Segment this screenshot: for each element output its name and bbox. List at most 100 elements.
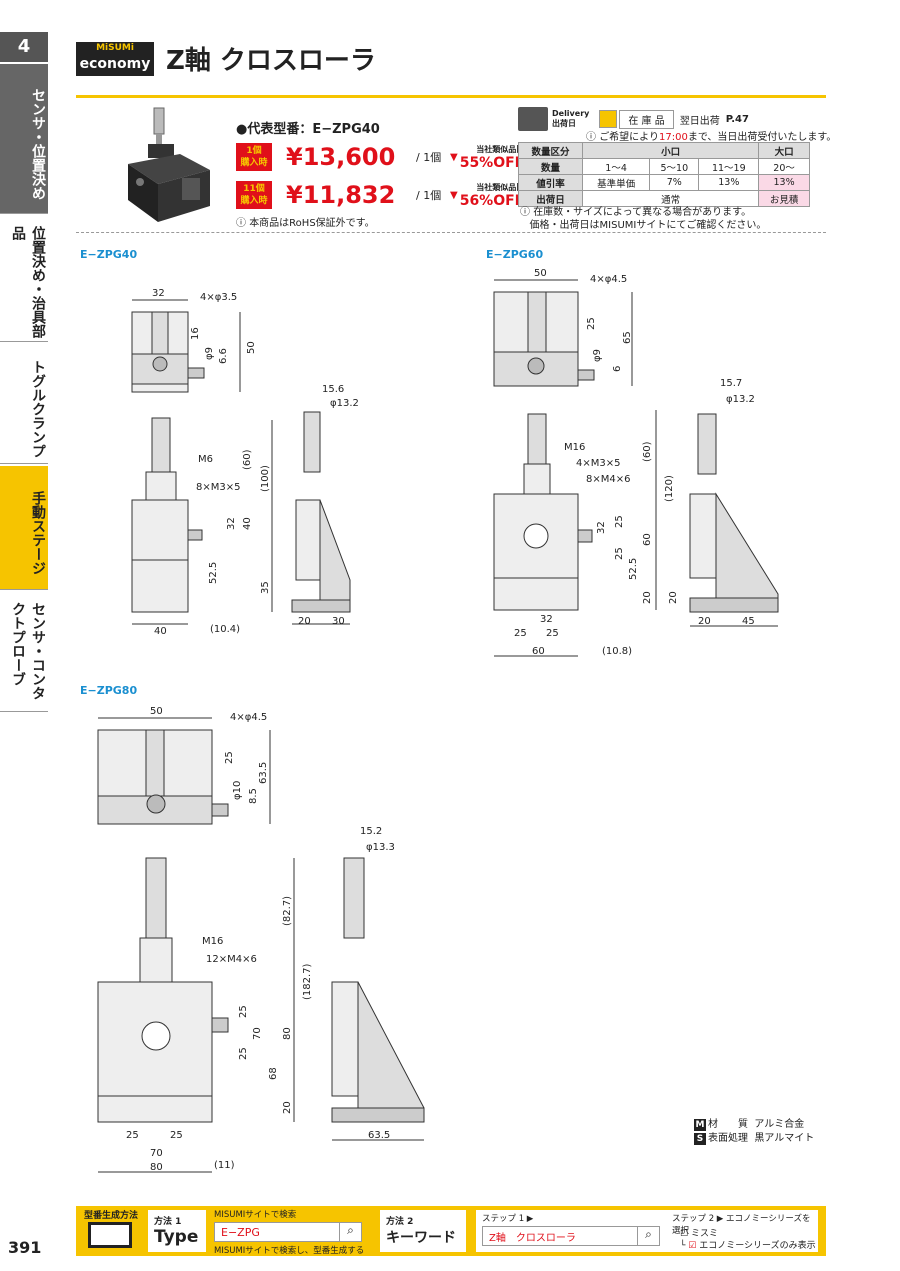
dim-label: 25 — [224, 751, 235, 764]
dim-label: 45 — [742, 616, 755, 627]
dim-label: 32 — [226, 517, 237, 530]
down-arrow-icon: ▼ — [450, 151, 458, 163]
material-icon: M — [694, 1119, 706, 1131]
down-arrow-icon: ▼ — [450, 189, 458, 201]
dim-label: M6 — [198, 454, 213, 465]
dim-label: 8×M3×5 — [196, 482, 240, 493]
dim-label: 60 — [642, 533, 653, 546]
surface-icon: S — [694, 1133, 706, 1145]
search-icon[interactable]: ⌕ — [637, 1227, 659, 1245]
dim-label: 32 — [540, 614, 553, 625]
dim-label: 6 — [612, 366, 623, 372]
dim-label: φ13.2 — [330, 398, 359, 409]
monitor-icon — [88, 1222, 132, 1248]
option-misumi[interactable]: ☐ ミスミ — [680, 1229, 718, 1239]
dim-label: 50 — [150, 706, 163, 717]
method1-box: 方法 1 Type — [148, 1210, 206, 1252]
side-tab-contact-probe[interactable]: センサ・コンタクトプローブ — [0, 592, 48, 712]
dim-label: (60) — [242, 449, 253, 470]
rohs-note: ⓘ 本商品はRoHS保証外です。 — [236, 218, 375, 229]
misumi-economy-logo: MiSUMi economy — [76, 42, 154, 76]
side-tab-toggle-clamp[interactable]: トグルクランプ — [0, 344, 48, 464]
dim-label: 52.5 — [628, 558, 639, 580]
page-ref: P.47 — [725, 113, 749, 125]
dim-label: 25 — [514, 628, 527, 639]
page-number: 391 — [8, 1238, 42, 1257]
side-tab-manual-stage[interactable]: 手動ステージ — [0, 466, 48, 590]
keyword-search-area: ステップ 1 ▶ Z軸 クロスローラ ⌕ ステップ 2 ▶ エコノミーシリーズを… — [476, 1210, 818, 1252]
side-tab-sensor-positioning[interactable]: センサ・位置決め — [0, 64, 48, 214]
truck-icon — [518, 107, 548, 131]
dim-label: 25 — [170, 1130, 183, 1141]
dim-label: (11) — [214, 1160, 235, 1171]
dim-label: 63.5 — [258, 762, 269, 784]
dim-label: M16 — [202, 936, 223, 947]
dim-label: 25 — [546, 628, 559, 639]
price: ¥11,832 — [286, 181, 396, 209]
dim-label: 4×φ3.5 — [200, 292, 237, 303]
dim-label: 25 — [238, 1047, 249, 1060]
stock-label: 在 庫 品 — [619, 109, 674, 129]
dim-label: 68 — [268, 1067, 279, 1080]
dim-label: 25 — [586, 317, 597, 330]
keyword-search-input[interactable]: Z軸 クロスローラ ⌕ — [482, 1226, 660, 1246]
option-economy-only[interactable]: └ ☑ エコノミーシリーズのみ表示 — [680, 1241, 816, 1251]
dim-label: 35 — [260, 581, 271, 594]
dim-label: 25 — [126, 1130, 139, 1141]
dim-label: φ9 — [204, 347, 215, 360]
dim-label: 50 — [246, 341, 257, 354]
dim-label: φ13.3 — [366, 842, 395, 853]
dim-label: (120) — [664, 475, 675, 502]
model-generation-footer: 型番生成方法 方法 1 Type MISUMIサイトで検索 E−ZPG ⌕ MI… — [76, 1206, 826, 1256]
delivery-note: ⓘ ご希望により17:00まで、当日出荷受付いたします。 — [586, 132, 837, 143]
dim-label: (10.4) — [210, 624, 240, 635]
dim-label: 25 — [614, 515, 625, 528]
dim-label: 15.7 — [720, 378, 742, 389]
model-label-e-zpg80: E−ZPG80 — [80, 684, 138, 697]
off-percent: 56%OFF — [459, 192, 525, 209]
dim-label: (100) — [260, 465, 271, 492]
search-icon[interactable]: ⌕ — [339, 1223, 361, 1241]
dim-label: 32 — [596, 521, 607, 534]
discount-table: 数量区分 小口 大口 数量 1〜4 5〜10 11〜19 20〜 値引率 基準単… — [518, 142, 810, 207]
per-unit: / 1個 — [416, 189, 442, 202]
dim-label: 4×φ4.5 — [230, 712, 267, 723]
method1-note: MISUMIサイトで検索し、型番生成する — [214, 1246, 365, 1256]
dim-label: 4×M3×5 — [576, 458, 620, 469]
per-unit: / 1個 — [416, 151, 442, 164]
qty-badge: 1個購入時 — [236, 143, 272, 171]
dim-label: 20 — [668, 591, 679, 604]
dim-label: 20 — [298, 616, 311, 627]
dim-label: (182.7) — [302, 963, 313, 1000]
qty-badge: 11個購入時 — [236, 181, 272, 209]
header-rule — [76, 95, 826, 98]
dim-label: 16 — [190, 327, 201, 340]
dim-label: φ9 — [592, 349, 603, 362]
dim-label: 20 — [642, 591, 653, 604]
dim-label: 65 — [622, 331, 633, 344]
method-label: 型番生成方法 — [84, 1211, 139, 1221]
box-icon — [599, 110, 618, 128]
section-divider — [76, 232, 826, 233]
dim-label: 6.6 — [218, 348, 229, 364]
dim-label: 15.2 — [360, 826, 382, 837]
dim-label: 30 — [332, 616, 345, 627]
off-percent: 55%OFF — [459, 154, 525, 171]
dim-label: (60) — [642, 441, 653, 462]
dim-label: φ10 — [232, 781, 243, 800]
side-tab-positioning-jig[interactable]: 位置決め・治具部品 — [0, 216, 48, 342]
dim-label: 60 — [532, 646, 545, 657]
dim-label: 25 — [238, 1005, 249, 1018]
discount-note: ⓘ 在庫数・サイズによって異なる場合があります。 価格・出荷日はMISUMIサイ… — [520, 207, 767, 231]
dim-label: 32 — [152, 288, 165, 299]
dim-label: 8×M4×6 — [586, 474, 630, 485]
type-search-input[interactable]: E−ZPG ⌕ — [214, 1222, 362, 1242]
dim-label: 70 — [252, 1027, 263, 1040]
off-label: 当社類似品比 — [476, 182, 525, 192]
dim-label: 25 — [614, 547, 625, 560]
price-row-2: 11個購入時 ¥11,832 / 1個 ▼ 当社類似品比 56%OFF — [236, 180, 524, 210]
